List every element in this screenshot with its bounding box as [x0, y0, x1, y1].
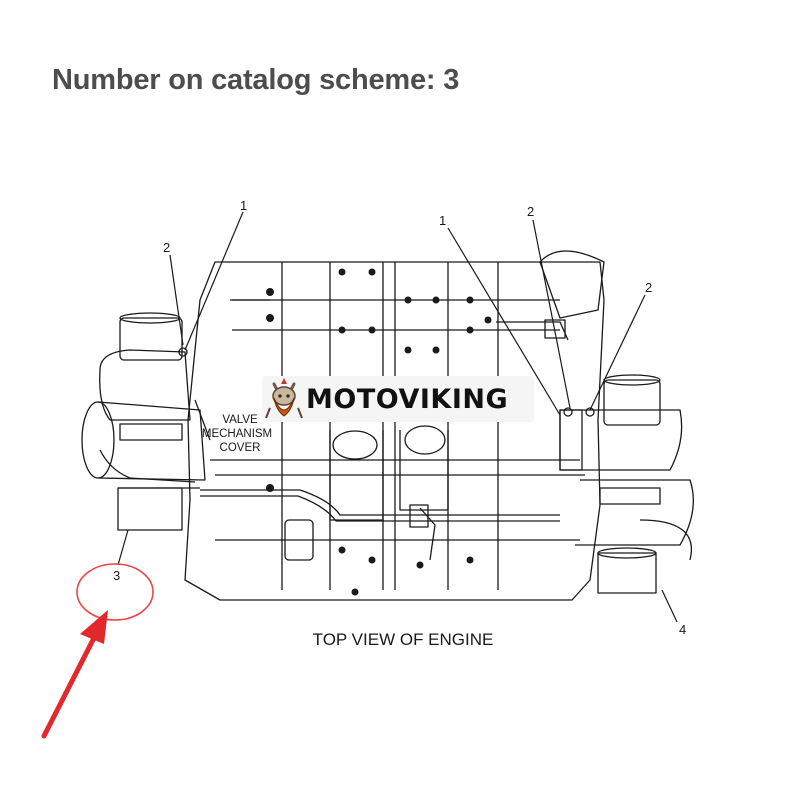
callout-1-left: 1	[240, 198, 247, 213]
viking-logo-icon	[265, 378, 303, 419]
red-arrow-icon	[41, 610, 108, 739]
diagram-caption: TOP VIEW OF ENGINE	[313, 630, 494, 649]
valve-label-line-2: MECHANISM	[202, 428, 272, 440]
right-turbocharger	[559, 374, 694, 594]
callout-2-right: 2	[645, 280, 652, 295]
callout-labels: 1 2 1 2 2 3 4	[113, 198, 686, 637]
left-turbocharger	[81, 312, 211, 531]
callout-2-right-top: 2	[527, 204, 534, 219]
watermark-brand: MOTOVIKING	[306, 383, 509, 415]
pipes	[200, 299, 569, 561]
valve-cover-label: VALVE MECHANISM COVER	[202, 414, 272, 454]
valve-label-line-3: COVER	[220, 442, 261, 454]
callout-3: 3	[113, 568, 120, 583]
watermark-badge: MOTOVIKING	[262, 376, 534, 422]
valve-label-line-1: VALVE	[222, 414, 258, 426]
callout-2-left: 2	[163, 240, 170, 255]
engine-block	[184, 250, 605, 601]
highlight-circle	[76, 563, 154, 621]
callout-4: 4	[679, 622, 686, 637]
callout-1-center: 1	[439, 213, 446, 228]
leader-lines	[117, 211, 678, 623]
page-title: Number on catalog scheme: 3	[52, 64, 460, 96]
